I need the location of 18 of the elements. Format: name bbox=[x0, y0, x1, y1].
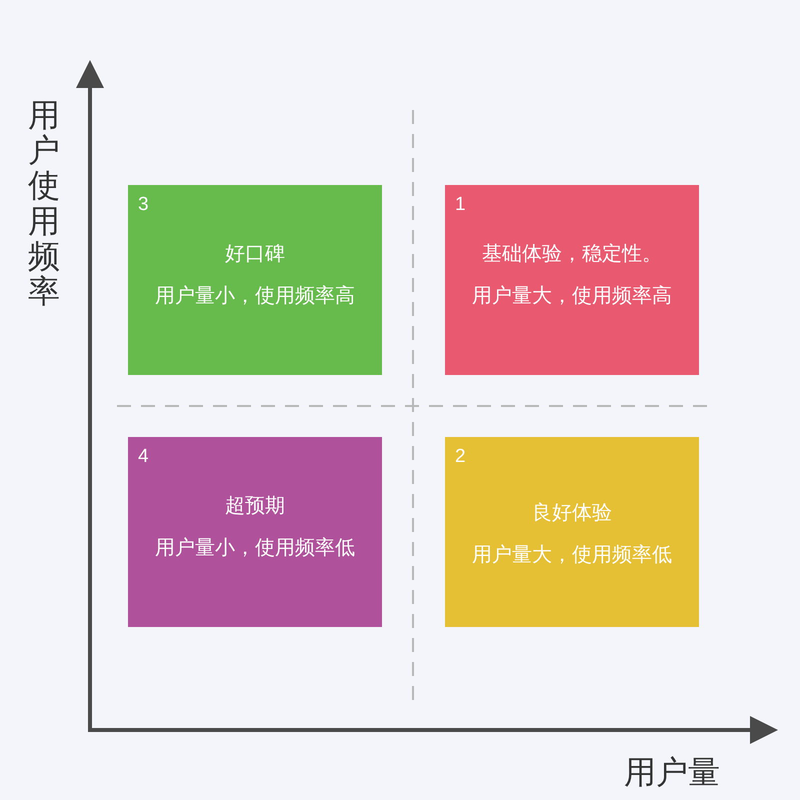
quadrant-description: 用户量大，使用频率高 bbox=[472, 284, 672, 309]
quadrant-title: 好口碑 bbox=[225, 242, 285, 267]
quadrant-description: 用户量小，使用频率低 bbox=[155, 536, 355, 561]
quadrant-title: 良好体验 bbox=[532, 501, 612, 526]
quadrant-box bbox=[128, 185, 382, 375]
quadrant-number: 2 bbox=[455, 445, 466, 469]
axis-label: 用户使用频率 bbox=[28, 98, 60, 310]
quadrant-description: 用户量小，使用频率高 bbox=[155, 284, 355, 309]
quadrant-box bbox=[445, 185, 699, 375]
quadrant-number: 3 bbox=[138, 193, 149, 217]
quadrant-title: 超预期 bbox=[225, 494, 285, 519]
quadrant-description: 用户量大，使用频率低 bbox=[472, 543, 672, 568]
quadrant-title: 基础体验，稳定性。 bbox=[482, 242, 662, 267]
quadrant-box bbox=[128, 437, 382, 627]
quadrant-number: 4 bbox=[138, 445, 149, 469]
axis-label: 用户量 bbox=[624, 753, 720, 792]
quadrant-number: 1 bbox=[455, 193, 466, 217]
quadrant-box bbox=[445, 437, 699, 627]
